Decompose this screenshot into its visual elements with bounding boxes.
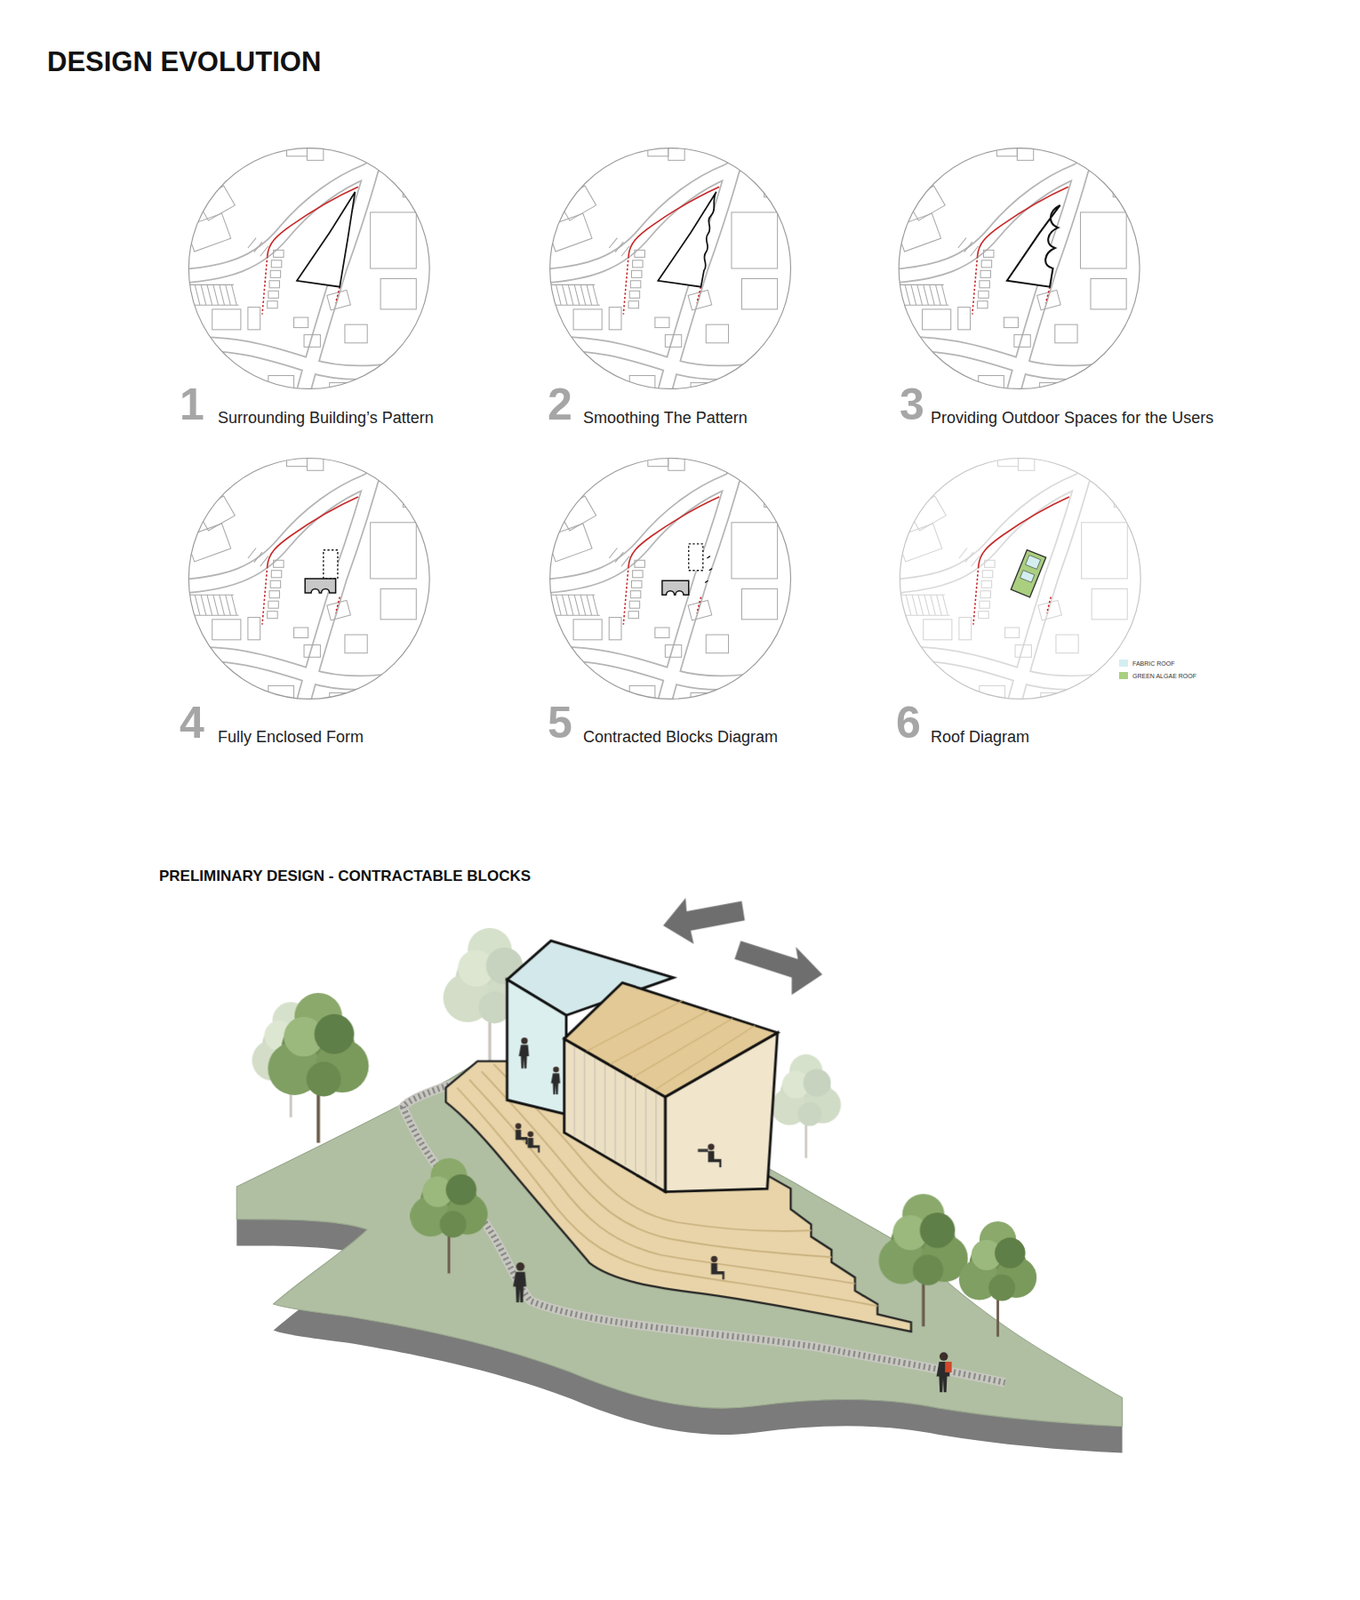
section-heading: PRELIMINARY DESIGN - CONTRACTABLE BLOCKS	[159, 868, 531, 884]
site-map-5	[537, 446, 803, 714]
site-map-6	[888, 446, 1153, 714]
movement-arrows	[663, 897, 823, 995]
site-map-2	[537, 136, 803, 404]
site-map-3	[886, 136, 1152, 404]
enclosed-blocks	[304, 578, 336, 593]
step-number: 5	[547, 700, 573, 745]
tree	[267, 992, 368, 1144]
site-map-4	[176, 446, 442, 714]
step-caption: Smoothing The Pattern	[583, 409, 748, 426]
legend-swatch	[1119, 672, 1128, 680]
site-axonometric	[236, 897, 1122, 1453]
step-number: 6	[896, 700, 921, 745]
step-number: 1	[179, 382, 205, 427]
step-caption: Roof Diagram	[930, 728, 1030, 745]
legend-text: FABRIC ROOF	[1132, 660, 1175, 667]
step-caption: Contracted Blocks Diagram	[583, 728, 778, 745]
step-number: 2	[547, 382, 573, 427]
contracted-blocks	[662, 580, 689, 595]
wooden-block	[564, 982, 778, 1192]
building-footprint	[657, 192, 716, 288]
step-number: 3	[899, 382, 925, 427]
step-caption: Providing Outdoor Spaces for the Users	[930, 409, 1214, 426]
legend-text: GREEN ALGAE ROOF	[1132, 672, 1197, 680]
building-footprint	[1007, 205, 1061, 288]
page-title: DESIGN EVOLUTION	[47, 48, 321, 76]
step-caption: Surrounding Building’s Pattern	[217, 409, 434, 426]
step-caption: Fully Enclosed Form	[217, 728, 364, 745]
building-footprint	[296, 192, 355, 288]
step-number: 4	[179, 700, 205, 745]
roof-plan	[1010, 550, 1046, 598]
site-map-1	[176, 136, 442, 404]
legend-swatch	[1119, 659, 1128, 667]
